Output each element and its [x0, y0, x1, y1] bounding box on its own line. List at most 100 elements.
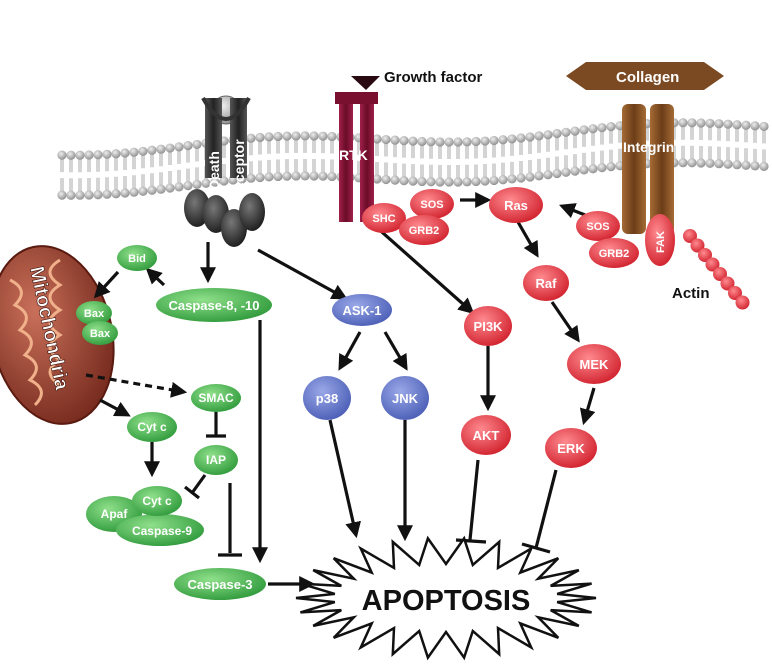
node-shc: SHC	[372, 213, 395, 225]
lipid-head	[165, 143, 174, 152]
lipid-head	[66, 191, 75, 200]
lipid-head	[597, 123, 606, 132]
lipid-head	[246, 174, 255, 183]
lipid-head	[489, 136, 498, 145]
node-bax-2: Bax	[90, 328, 111, 340]
lipid-head	[75, 151, 84, 160]
node-ask-1: ASK-1	[342, 303, 381, 318]
receptor-label: Receptor	[231, 139, 247, 200]
lipid-head	[255, 133, 264, 142]
lipid-head	[399, 176, 408, 185]
lipid-head	[534, 131, 543, 140]
lipid-head	[273, 132, 282, 141]
lipid-head	[579, 165, 588, 174]
lipid-head	[426, 177, 435, 186]
lipid-head	[138, 187, 147, 196]
lipid-head	[192, 140, 201, 149]
rtk-label: RTK	[339, 147, 368, 163]
lipid-head	[570, 166, 579, 175]
lipid-head	[129, 148, 138, 157]
lipid-head	[390, 176, 399, 185]
lipid-head	[165, 183, 174, 192]
lipid-head	[507, 134, 516, 143]
lipid-head	[561, 128, 570, 137]
lipid-head	[309, 171, 318, 180]
lipid-head	[453, 137, 462, 146]
green-nodes: Bid Bax Bax Caspase-8, -10 SMAC IAP Cyt …	[76, 245, 272, 600]
lipid-head	[147, 186, 156, 195]
lipid-head	[138, 147, 147, 156]
lipid-head	[570, 126, 579, 135]
node-sos-2: SOS	[586, 221, 609, 233]
actin-bead	[736, 296, 750, 310]
lipid-head	[291, 171, 300, 180]
lipid-head	[588, 124, 597, 133]
node-erk: ERK	[557, 441, 585, 456]
lipid-head	[534, 171, 543, 180]
lipid-head	[282, 132, 291, 141]
lipid-head	[57, 151, 66, 160]
lipid-head	[120, 148, 129, 157]
lipid-head	[390, 136, 399, 145]
lipid-head	[66, 151, 75, 160]
node-raf: Raf	[536, 276, 558, 291]
lipid-head	[264, 132, 273, 141]
lipid-head	[84, 150, 93, 159]
lipid-head	[552, 129, 561, 138]
lipid-head	[480, 176, 489, 185]
lipid-head	[453, 177, 462, 186]
lipid-head	[93, 150, 102, 159]
lipid-head	[543, 170, 552, 179]
node-mek: MEK	[580, 357, 610, 372]
lipid-head	[471, 137, 480, 146]
lipid-head	[498, 135, 507, 144]
lipid-head	[156, 185, 165, 194]
lipid-head	[588, 164, 597, 173]
lipid-head	[417, 177, 426, 186]
lipid-head	[93, 190, 102, 199]
apoptosis-label: APOPTOSIS	[362, 585, 531, 617]
lipid-head	[507, 174, 516, 183]
lipid-head	[750, 121, 759, 130]
lipid-head	[264, 172, 273, 181]
lipid-head	[183, 181, 192, 190]
lipid-head	[102, 150, 111, 159]
lipid-head	[516, 173, 525, 182]
lipid-head	[435, 137, 444, 146]
lipid-head	[102, 190, 111, 199]
lipid-head	[318, 132, 327, 141]
lipid-head	[444, 177, 453, 186]
integrin-label: Integrin	[623, 139, 674, 155]
lipid-head	[552, 169, 561, 178]
node-caspase-9: Caspase-9	[132, 524, 192, 538]
lipid-head	[129, 188, 138, 197]
lipid-head	[408, 177, 417, 186]
lipid-head	[444, 137, 453, 146]
lipid-head	[741, 121, 750, 130]
lipid-head	[714, 159, 723, 168]
lipid-head	[498, 175, 507, 184]
node-caspase-3: Caspase-3	[187, 577, 252, 592]
lipid-head	[516, 133, 525, 142]
lipid-head	[759, 162, 768, 171]
lipid-head	[273, 172, 282, 181]
node-grb2-1: GRB2	[409, 225, 440, 237]
blue-nodes: ASK-1 p38 JNK	[303, 294, 429, 420]
node-jnk: JNK	[392, 391, 419, 406]
lipid-head	[741, 161, 750, 170]
collagen-label: Collagen	[616, 69, 679, 86]
lipid-head	[84, 190, 93, 199]
lipid-head	[327, 132, 336, 141]
lipid-head	[597, 163, 606, 172]
lipid-head	[318, 172, 327, 181]
node-iap: IAP	[206, 453, 226, 467]
node-akt: AKT	[473, 428, 500, 443]
lipid-head	[282, 172, 291, 181]
lipid-head	[723, 120, 732, 129]
lipid-head	[561, 168, 570, 177]
node-fak: FAK	[655, 231, 667, 253]
lipid-head	[75, 191, 84, 200]
lipid-head	[543, 130, 552, 139]
lipid-head	[732, 160, 741, 169]
lipid-head	[687, 118, 696, 127]
